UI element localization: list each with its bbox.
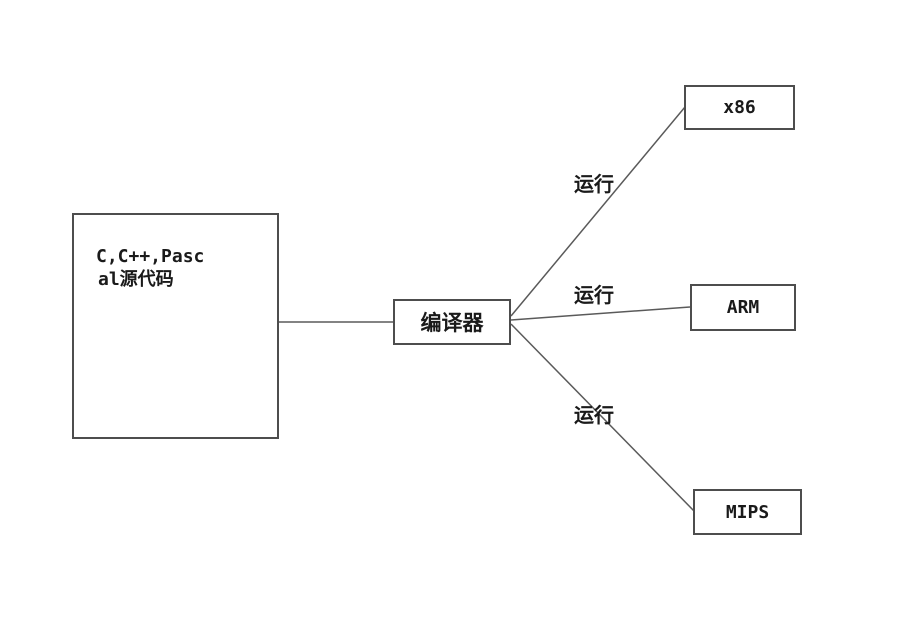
source-code-text-line1: C,C++,Pasc xyxy=(96,246,205,267)
edge-label-run-x86: 运行 xyxy=(574,172,614,196)
target-node-arm: ARM xyxy=(690,284,796,331)
target-node-mips: MIPS xyxy=(693,489,802,535)
edge-label-run-mips: 运行 xyxy=(574,403,614,427)
edge-compiler-to-x86 xyxy=(510,106,686,317)
target-node-x86: x86 xyxy=(684,85,795,130)
edge-label-run-arm: 运行 xyxy=(574,283,614,307)
source-code-text-line2: al源代码 xyxy=(98,269,174,290)
source-code-node: C,C++,Pasc al源代码 xyxy=(72,213,279,439)
edge-compiler-to-mips xyxy=(510,323,695,512)
edge-compiler-to-arm xyxy=(510,306,691,321)
compiler-node: 编译器 xyxy=(393,299,511,345)
